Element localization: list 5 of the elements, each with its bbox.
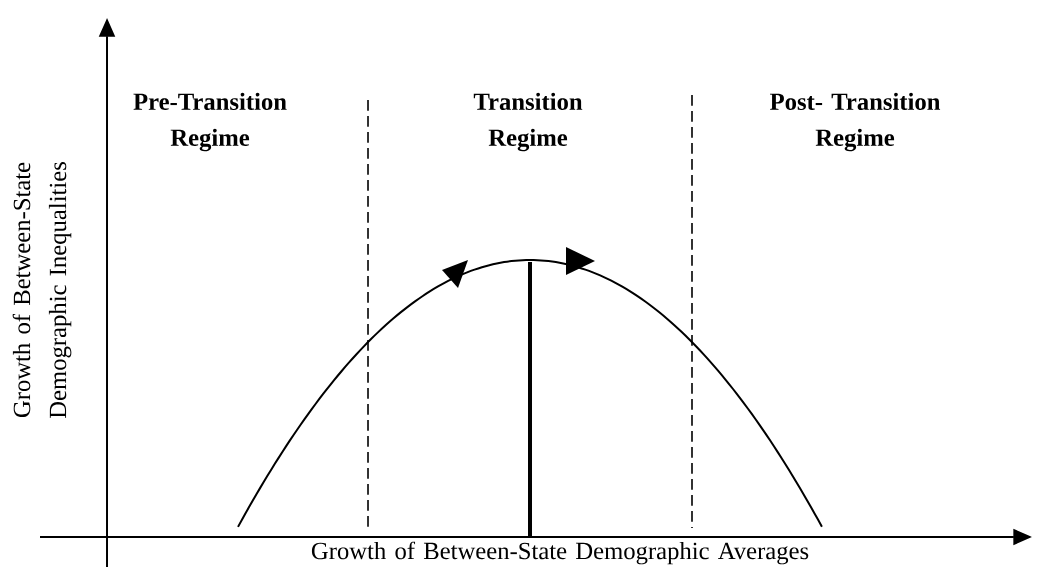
axis-label: Growth of Between-State Demographic Inequalities [12,162,72,419]
regime-label: Pre-Transition Regime [133,92,287,152]
regime-label: Transition Regime [473,92,583,152]
regime-label: Post- Transition Regime [770,92,941,152]
axis-label: Growth of Between-State Demographic Averages [311,541,809,565]
